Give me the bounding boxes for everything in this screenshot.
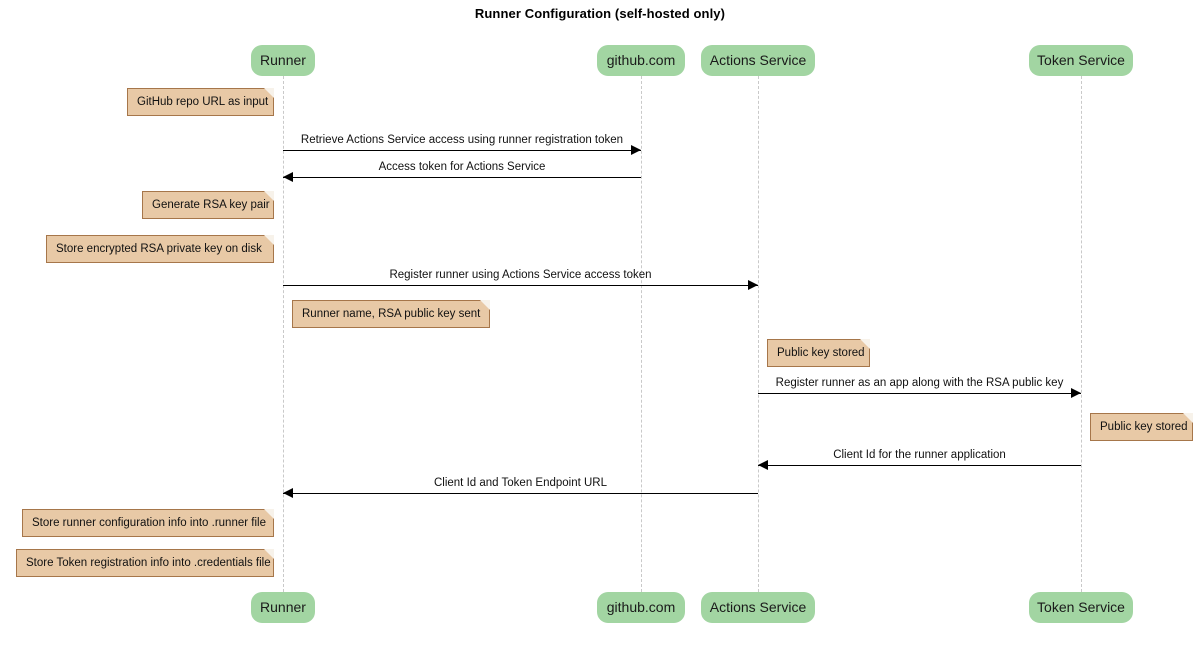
message-line-m5 (758, 465, 1081, 466)
message-label-m5: Client Id for the runner application (833, 449, 1006, 461)
participant-token-top[interactable]: Token Service (1029, 45, 1133, 76)
note-label: Public key stored (1100, 421, 1188, 433)
diagram-title: Runner Configuration (self-hosted only) (474, 6, 726, 21)
message-line-m4 (758, 393, 1081, 394)
participant-actions-top[interactable]: Actions Service (701, 45, 815, 76)
message-arrowhead-m6 (283, 488, 293, 498)
participant-runner-bottom[interactable]: Runner (251, 592, 315, 623)
note-n3: Store encrypted RSA private key on disk (46, 235, 274, 263)
message-label-m6: Client Id and Token Endpoint URL (433, 477, 608, 489)
message-label-m4: Register runner as an app along with the… (775, 377, 1064, 389)
message-arrowhead-m4 (1071, 388, 1081, 398)
message-label-m2: Access token for Actions Service (378, 161, 546, 173)
message-line-m6 (283, 493, 758, 494)
note-n5: Public key stored (767, 339, 870, 367)
lifeline-runner (283, 76, 284, 592)
participant-token-bottom[interactable]: Token Service (1029, 592, 1133, 623)
note-label: Public key stored (777, 347, 865, 359)
note-fold-icon (264, 549, 274, 559)
message-arrowhead-m1 (631, 145, 641, 155)
note-fold-icon (264, 509, 274, 519)
note-n4: Runner name, RSA public key sent (292, 300, 490, 328)
note-n2: Generate RSA key pair (142, 191, 274, 219)
note-label: Store encrypted RSA private key on disk (56, 243, 262, 255)
note-fold-icon (480, 300, 490, 310)
participant-github-top[interactable]: github.com (597, 45, 685, 76)
participant-actions-bottom[interactable]: Actions Service (701, 592, 815, 623)
lifeline-token (1081, 76, 1082, 592)
note-n1: GitHub repo URL as input (127, 88, 274, 116)
note-n7: Store runner configuration info into .ru… (22, 509, 274, 537)
note-fold-icon (860, 339, 870, 349)
message-line-m2 (283, 177, 641, 178)
note-n6: Public key stored (1090, 413, 1193, 441)
lifeline-github (641, 76, 642, 592)
note-label: GitHub repo URL as input (137, 96, 269, 108)
participant-runner-top[interactable]: Runner (251, 45, 315, 76)
note-label: Store runner configuration info into .ru… (32, 517, 266, 529)
message-label-m1: Retrieve Actions Service access using ru… (300, 134, 624, 146)
message-line-m3 (283, 285, 758, 286)
note-fold-icon (1183, 413, 1193, 423)
lifeline-actions (758, 76, 759, 592)
note-fold-icon (264, 88, 274, 98)
participant-github-bottom[interactable]: github.com (597, 592, 685, 623)
note-label: Store Token registration info into .cred… (26, 557, 271, 569)
message-label-m3: Register runner using Actions Service ac… (389, 269, 652, 281)
note-n8: Store Token registration info into .cred… (16, 549, 274, 577)
message-line-m1 (283, 150, 641, 151)
note-label: Runner name, RSA public key sent (302, 308, 481, 320)
message-arrowhead-m5 (758, 460, 768, 470)
note-label: Generate RSA key pair (152, 199, 270, 211)
note-fold-icon (264, 191, 274, 201)
note-fold-icon (264, 235, 274, 245)
message-arrowhead-m3 (748, 280, 758, 290)
message-arrowhead-m2 (283, 172, 293, 182)
